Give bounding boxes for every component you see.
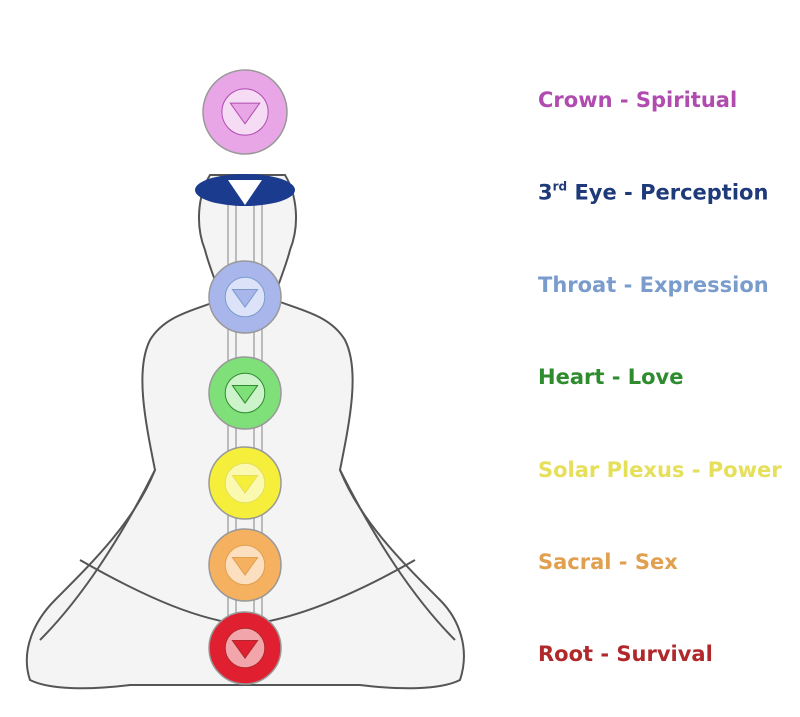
label-part: Love: [627, 365, 684, 389]
label-part: Sex: [634, 550, 678, 574]
label-part: Throat: [538, 273, 617, 297]
root-chakra-symbol: [208, 611, 282, 685]
label-part: Solar Plexus: [538, 458, 685, 482]
sacral-label: Sacral - Sex: [538, 550, 678, 574]
crown-label: Crown - Spiritual: [538, 88, 737, 112]
label-part: rd: [552, 179, 568, 194]
label-part: Heart: [538, 365, 605, 389]
label-part: -: [611, 550, 635, 574]
throat-chakra-symbol: [208, 260, 282, 334]
heart-chakra-symbol: [208, 356, 282, 430]
heart-label: Heart - Love: [538, 365, 683, 389]
label-part: Eye: [574, 180, 617, 205]
label-part: -: [616, 273, 640, 297]
sacral-chakra-symbol: [208, 528, 282, 602]
label-part: -: [616, 180, 641, 205]
third-eye-chakra-symbol: [195, 174, 295, 206]
channels: [227, 200, 263, 660]
label-part: -: [684, 458, 708, 482]
solar-plexus-label: Solar Plexus - Power: [538, 458, 782, 482]
throat-label: Throat - Expression: [538, 273, 769, 297]
label-part: Root: [538, 642, 594, 666]
root-label: Root - Survival: [538, 642, 713, 666]
label-part: Expression: [639, 273, 769, 297]
label-part: -: [612, 88, 636, 112]
label-part: Spiritual: [635, 88, 738, 112]
label-part: Sacral: [538, 550, 612, 574]
solar-plexus-chakra-symbol: [208, 446, 282, 520]
label-part: Crown: [538, 88, 613, 112]
third-eye-label: 3rd Eye - Perception: [538, 180, 768, 205]
label-part: Survival: [616, 642, 713, 666]
crown-chakra-symbol: [202, 69, 288, 155]
label-part: Power: [707, 458, 782, 482]
label-part: -: [604, 365, 628, 389]
label-part: -: [593, 642, 617, 666]
label-part: Perception: [640, 180, 769, 205]
label-part: 3: [538, 180, 553, 205]
